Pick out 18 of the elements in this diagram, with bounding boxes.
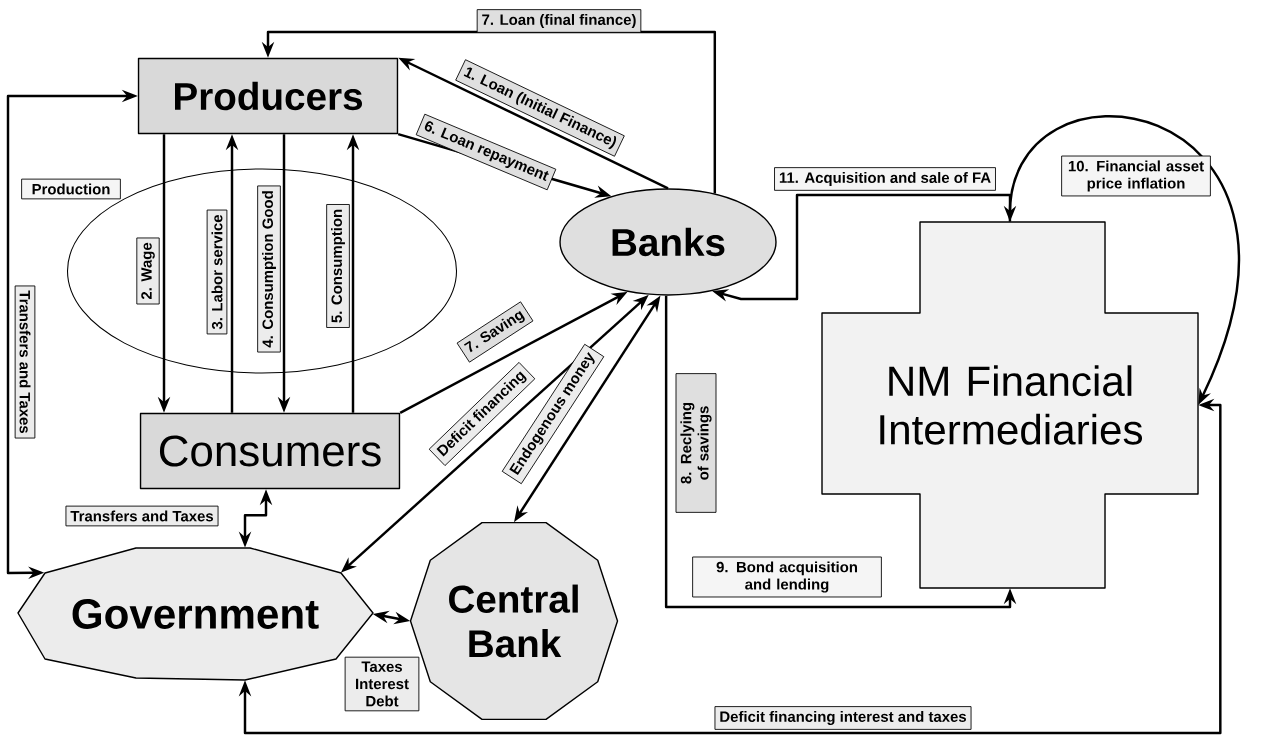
edge-label: 11. Acquisition and sale of FA [774,167,996,191]
process-box: Consumers [139,412,401,490]
edge-label: 8. Reclying of savings [675,373,717,513]
edge-label: Deficit financing interest and taxes [714,706,972,730]
process-box: Producers [137,57,399,135]
edge-label: Taxes Interest Debt [344,656,420,712]
edge-label: 5. Consumption [326,204,350,328]
edge-label: 3. Labor service [206,209,228,335]
edge-label: Transfers and Taxes [14,285,36,439]
edge-label: 2. Wage [136,237,160,305]
note-box: 9. Bond acquisition and lending [692,556,882,598]
edge-label: Transfers and Taxes [65,505,219,527]
note-box: Production [21,178,121,200]
edge-label: 7. Loan (final finance) [476,9,642,33]
decagon-node: Central Bank [409,521,619,721]
edge-label: 4. Consumption Good [257,185,281,353]
edge-label: 10. Financial asset price inflation [1061,155,1211,197]
ellipse-node: Banks [559,188,777,296]
